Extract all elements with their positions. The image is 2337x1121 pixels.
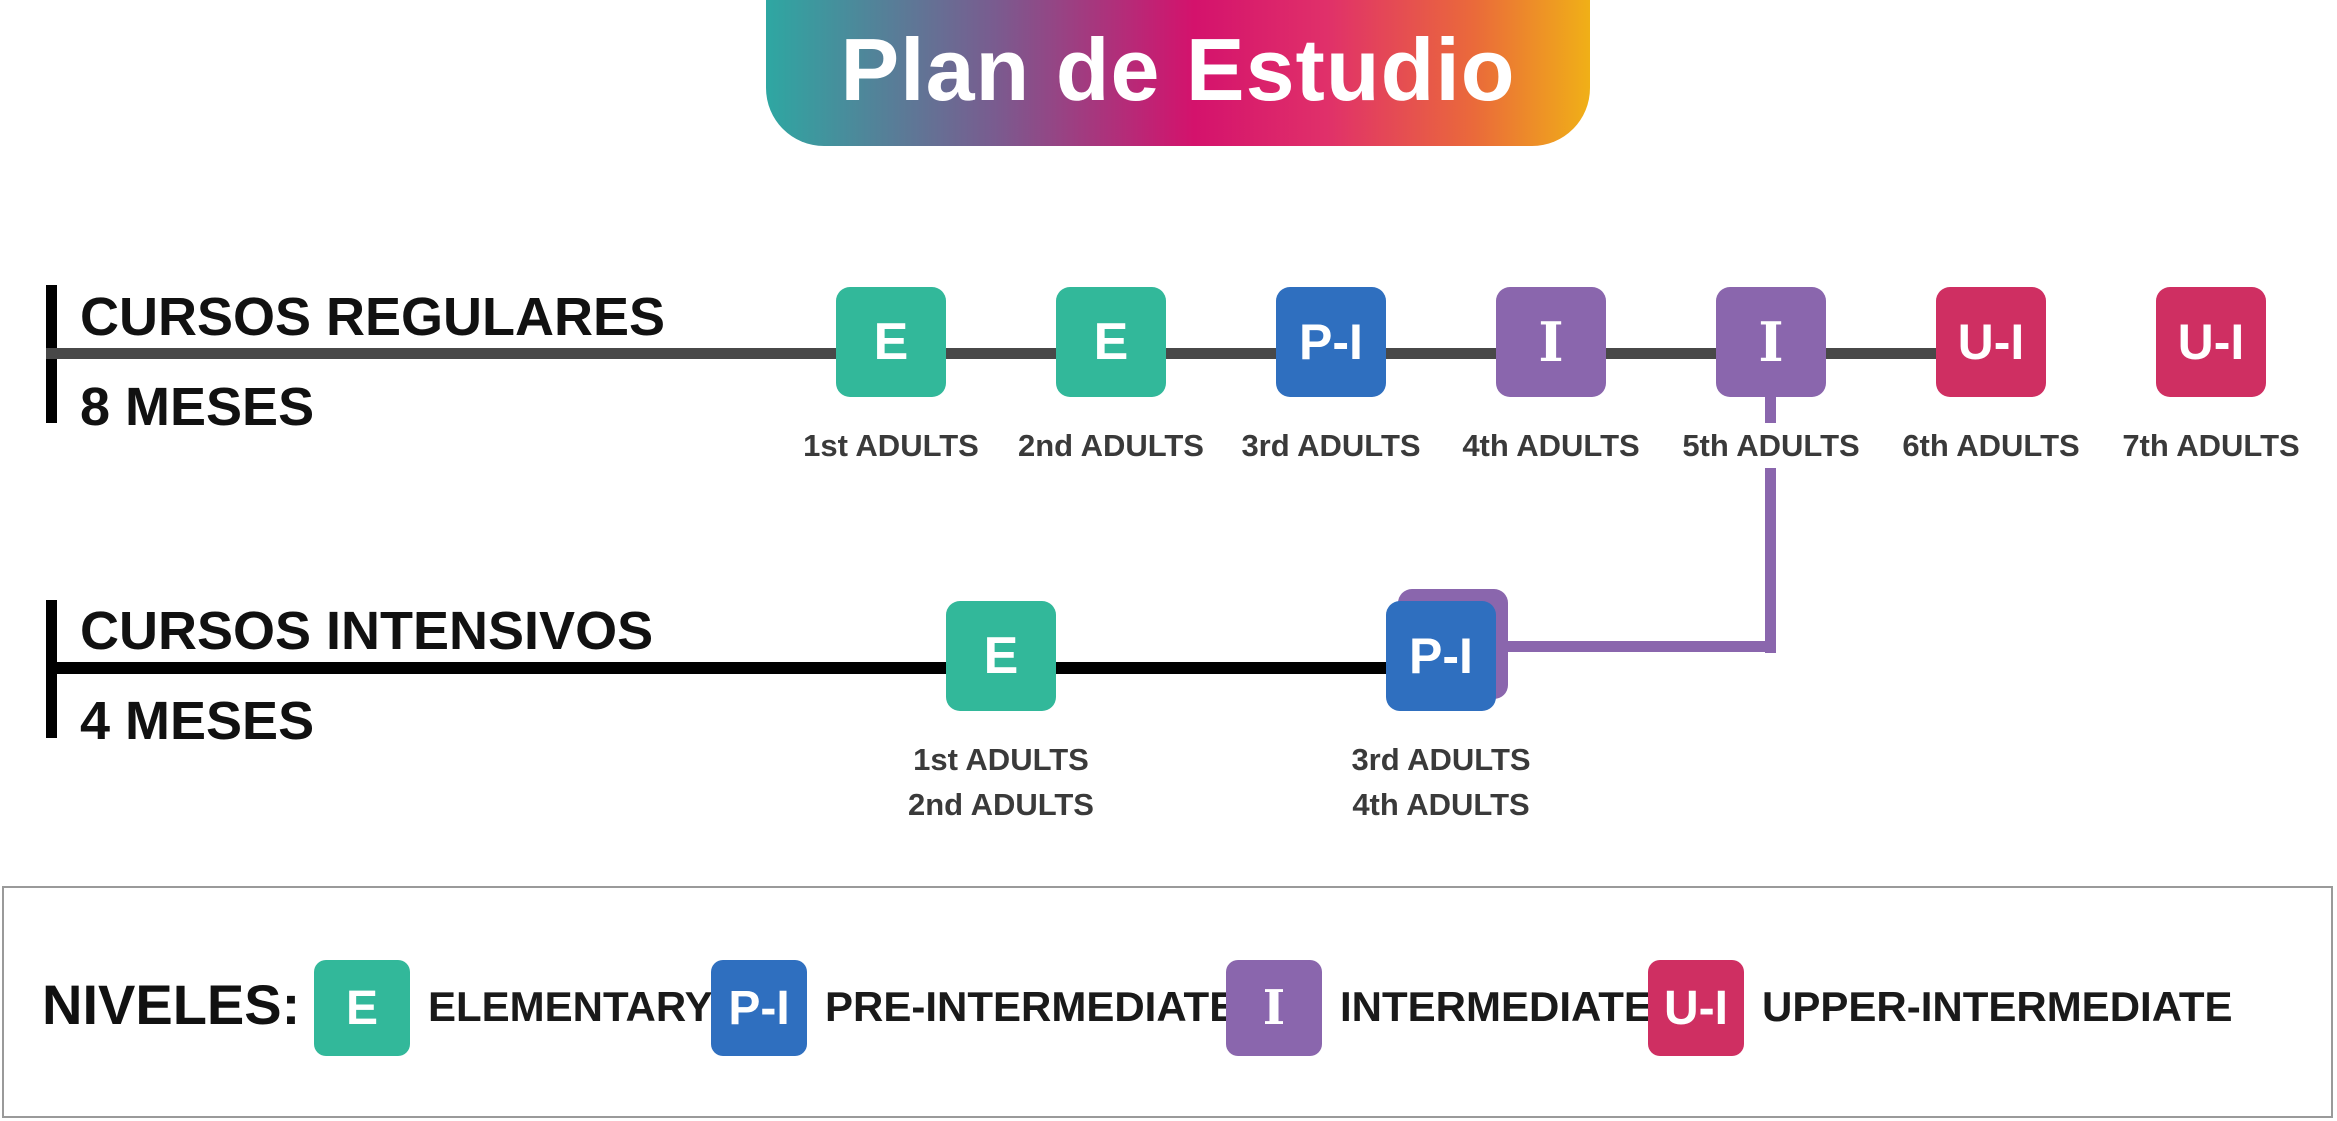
regular-course-name: CURSOS REGULARES (80, 287, 666, 347)
intensive-course-name: CURSOS INTENSIVOS (80, 601, 654, 661)
legend-label-upper-intermediate: UPPER-INTERMEDIATE (1762, 983, 2233, 1030)
legend-swatch-pre-intermediate: P-I (711, 960, 807, 1056)
legend-label-pre-intermediate: PRE-INTERMEDIATE (825, 983, 1238, 1030)
caption-regular-4: 4th ADULTS (1462, 428, 1640, 463)
legend-box (2, 886, 2333, 1118)
caption-intensive-2b: 4th ADULTS (1352, 787, 1530, 822)
caption-regular-6: 6th ADULTS (1902, 428, 2080, 463)
intensive-course-duration: 4 MESES (80, 691, 315, 751)
regular-course-duration: 8 MESES (80, 377, 315, 437)
page-title: Plan de Estudio (840, 20, 1516, 119)
regular-timeline (46, 348, 1946, 359)
node-regular-7: U-I (2156, 287, 2266, 397)
intensive-timeline (46, 662, 1446, 674)
node-intensive-1: E (946, 601, 1056, 711)
legend-swatch-upper-intermediate: U-I (1648, 960, 1744, 1056)
node-regular-6: U-I (1936, 287, 2046, 397)
caption-regular-3: 3rd ADULTS (1241, 428, 1421, 463)
caption-regular-7: 7th ADULTS (2122, 428, 2300, 463)
caption-regular-5: 5th ADULTS (1651, 423, 1891, 468)
title-banner: Plan de Estudio (766, 0, 1590, 146)
connector-vertical-lower (1765, 467, 1776, 653)
caption-intensive-2a: 3rd ADULTS (1351, 742, 1531, 777)
node-regular-2: E (1056, 287, 1166, 397)
legend-label-elementary: ELEMENTARY (428, 983, 713, 1030)
node-regular-4: I (1496, 287, 1606, 397)
legend-label-intermediate: INTERMEDIATE (1340, 983, 1652, 1030)
caption-regular-2: 2nd ADULTS (1018, 428, 1204, 463)
connector-horizontal (1490, 641, 1776, 652)
node-intensive-2: P-I (1386, 601, 1496, 711)
node-regular-5: I (1716, 287, 1826, 397)
connector-vertical (1765, 385, 1776, 447)
node-regular-1: E (836, 287, 946, 397)
node-regular-3: P-I (1276, 287, 1386, 397)
legend-title: NIVELES: (42, 973, 301, 1036)
legend-swatch-elementary: E (314, 960, 410, 1056)
caption-regular-1: 1st ADULTS (803, 428, 979, 463)
caption-intensive-1a: 1st ADULTS (913, 742, 1089, 777)
caption-intensive-1b: 2nd ADULTS (908, 787, 1094, 822)
legend-swatch-intermediate: I (1226, 960, 1322, 1056)
